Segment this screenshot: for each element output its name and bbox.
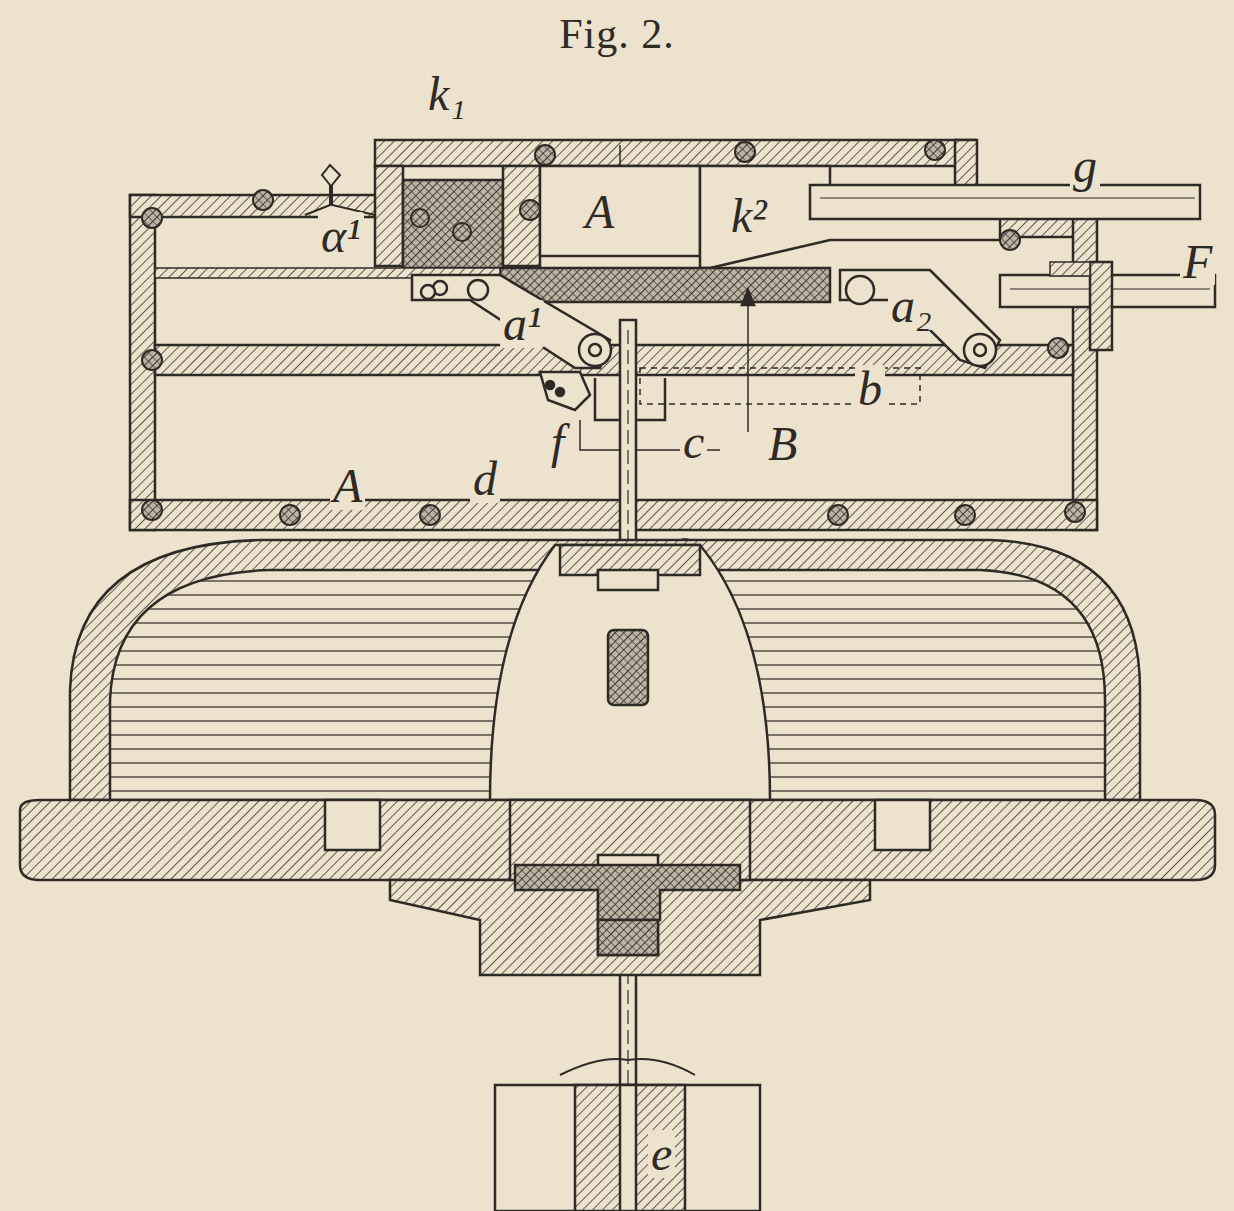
bolts-part [1000, 230, 1020, 250]
part-label: B [765, 420, 800, 468]
bolts-part [142, 208, 162, 228]
part-label: A [582, 188, 617, 236]
part-label: F [1180, 238, 1215, 286]
upper-housing-part [375, 140, 975, 166]
bolts-part [1065, 502, 1085, 522]
lower-body-part [560, 1059, 695, 1075]
part-label: a¹ [500, 300, 544, 348]
upper-housing-part [500, 268, 830, 302]
part-label: k² [728, 192, 770, 240]
lower-body-part [70, 540, 1140, 800]
levers-part [840, 270, 1000, 368]
part-label: d [470, 455, 500, 503]
upper-housing-part [1090, 262, 1112, 350]
bolts-part [828, 505, 848, 525]
lower-body-part [620, 1085, 636, 1211]
upper-housing-part [820, 198, 1195, 199]
upper-housing [130, 140, 1215, 530]
figure-title: Fig. 2. [559, 10, 675, 58]
upper-housing-part [305, 165, 375, 215]
levers-part [556, 388, 564, 396]
levers-part [540, 372, 590, 410]
upper-housing-part [810, 185, 1200, 219]
bolts-part [142, 500, 162, 520]
bolts-part [142, 350, 162, 370]
levers-part [412, 275, 610, 368]
lower-body-part [495, 1085, 760, 1211]
levers-part [589, 344, 601, 356]
bolts-part [955, 505, 975, 525]
upper-housing-part [155, 345, 1073, 375]
levers-part [421, 285, 435, 299]
lower-body-part [515, 865, 740, 920]
bolts-part [520, 200, 540, 220]
bolts-part [253, 190, 273, 210]
upper-housing-part [503, 166, 540, 266]
part-label: g [1070, 142, 1100, 190]
lower-body-part [490, 545, 770, 800]
levers-part [579, 334, 611, 366]
bolts-part [735, 142, 755, 162]
lower-body-part [875, 800, 930, 850]
levers-part [546, 381, 554, 389]
part-label: b [855, 365, 885, 413]
bolts-part [1048, 338, 1068, 358]
bolts-part [925, 140, 945, 160]
bolts-part [535, 145, 555, 165]
upper-housing-part [619, 145, 621, 166]
levers-part [964, 334, 996, 366]
bolts-part [411, 209, 429, 227]
levers-part [747, 300, 749, 432]
lower-body-part [325, 800, 380, 850]
bolts-part [420, 505, 440, 525]
lower-body-part [598, 920, 658, 955]
lower-body-part [575, 1085, 685, 1211]
part-label: f [548, 418, 567, 466]
bolts-part [453, 223, 471, 241]
upper-housing-part [130, 500, 1097, 530]
part-label: a₂ [888, 282, 935, 330]
levers-part [846, 276, 874, 304]
part-label: c [680, 418, 707, 466]
bolts [142, 140, 1085, 557]
levers-part [974, 344, 986, 356]
upper-housing-part [403, 180, 503, 268]
upper-housing-part [540, 166, 700, 256]
part-label: k₁ [425, 70, 469, 118]
part-label: e [648, 1130, 675, 1178]
levers-part [468, 280, 488, 300]
bolts-part [280, 505, 300, 525]
lower-body [20, 540, 1215, 1211]
upper-housing-part [1050, 262, 1090, 276]
upper-housing-part [375, 166, 403, 266]
levers-part [742, 290, 754, 305]
lower-body-part [598, 570, 658, 590]
lower-body-part [608, 630, 648, 705]
part-label: A [330, 462, 365, 510]
part-label: α¹ [318, 212, 364, 260]
